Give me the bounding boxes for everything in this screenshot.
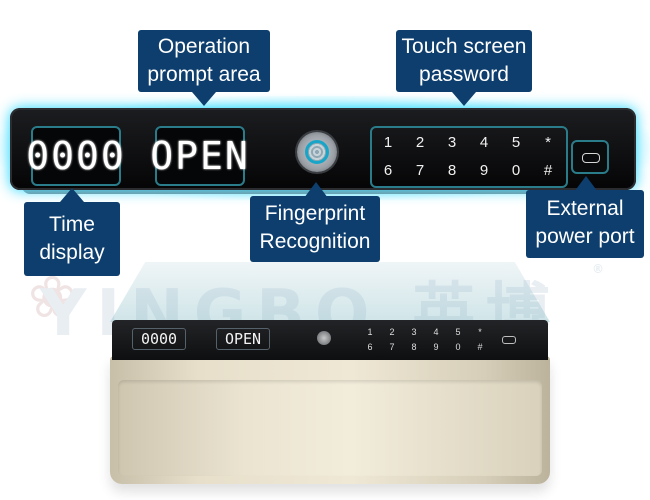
key-5[interactable]: 5 bbox=[511, 134, 521, 151]
product-fingerprint-icon bbox=[317, 331, 331, 345]
product-time-display: 0000 bbox=[132, 328, 186, 350]
key-7[interactable]: 7 bbox=[415, 162, 425, 179]
callout-time-pointer bbox=[60, 188, 84, 202]
product-key: 0 bbox=[455, 342, 461, 352]
key-3[interactable]: 3 bbox=[447, 134, 457, 151]
callout-time: Time display bbox=[24, 202, 120, 276]
product-key: 1 bbox=[367, 327, 373, 337]
key-star[interactable]: * bbox=[545, 134, 551, 151]
usb-port-icon bbox=[582, 153, 600, 163]
product-prompt-display: OPEN bbox=[216, 328, 270, 350]
key-8[interactable]: 8 bbox=[447, 162, 457, 179]
product-key: * bbox=[478, 327, 482, 337]
watermark-logo-icon: ❀ bbox=[28, 265, 77, 330]
product-key: 2 bbox=[389, 327, 395, 337]
time-display: 0000 bbox=[26, 126, 124, 186]
callout-operation-pointer bbox=[192, 92, 216, 106]
key-4[interactable]: 4 bbox=[479, 134, 489, 151]
product-key: 5 bbox=[455, 327, 461, 337]
key-0[interactable]: 0 bbox=[511, 162, 521, 179]
product-key: 4 bbox=[433, 327, 439, 337]
callout-power-pointer bbox=[574, 176, 598, 192]
product-key: # bbox=[477, 342, 483, 352]
product-key: 8 bbox=[411, 342, 417, 352]
touch-keypad: 1 2 3 4 5 * 6 7 8 9 0 # bbox=[370, 126, 568, 188]
power-port[interactable] bbox=[571, 140, 609, 174]
prompt-display: OPEN bbox=[150, 126, 248, 186]
box-glass-top bbox=[110, 262, 550, 322]
key-6[interactable]: 6 bbox=[383, 162, 393, 179]
key-hash[interactable]: # bbox=[543, 162, 553, 179]
fingerprint-icon bbox=[305, 140, 329, 164]
watermark-registered: ® bbox=[592, 262, 614, 276]
key-9[interactable]: 9 bbox=[479, 162, 489, 179]
key-1[interactable]: 1 bbox=[383, 134, 393, 151]
callout-fingerprint-pointer bbox=[304, 182, 328, 198]
prompt-display-value: OPEN bbox=[150, 134, 250, 178]
callout-touch: Touch screen password bbox=[396, 30, 532, 92]
product-key: 6 bbox=[367, 342, 373, 352]
fingerprint-sensor[interactable] bbox=[297, 132, 337, 172]
product-power-port-icon bbox=[502, 336, 516, 344]
product-key: 9 bbox=[433, 342, 439, 352]
key-2[interactable]: 2 bbox=[415, 134, 425, 151]
product-key: 7 bbox=[389, 342, 395, 352]
product-key: 3 bbox=[411, 327, 417, 337]
callout-operation: Operation prompt area bbox=[138, 30, 270, 92]
callout-touch-pointer bbox=[452, 92, 476, 106]
callout-power: External power port bbox=[526, 190, 644, 258]
time-display-value: 0000 bbox=[26, 134, 126, 178]
callout-fingerprint: Fingerprint Recognition bbox=[250, 196, 380, 262]
safe-box-front bbox=[118, 380, 542, 476]
